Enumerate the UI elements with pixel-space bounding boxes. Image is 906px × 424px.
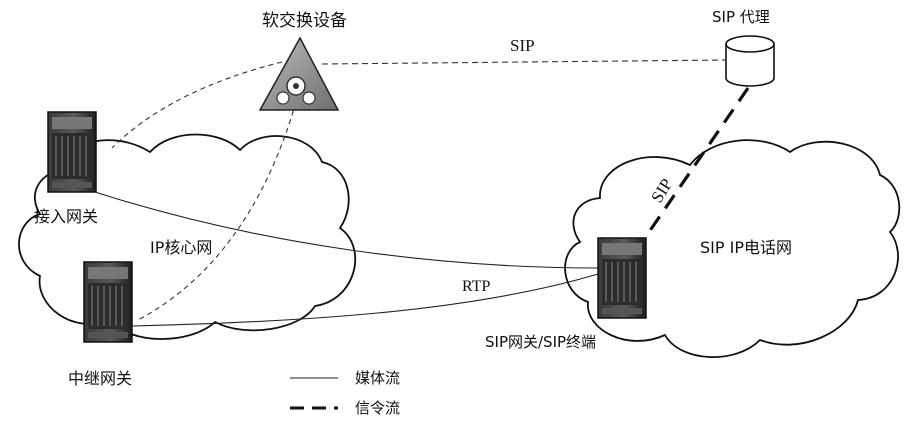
softswitch-label: 软交换设备 (262, 11, 347, 31)
signal-line-softswitch-sip-proxy (321, 59, 727, 65)
rtp-label: RTP (462, 278, 490, 295)
legend-signal-flow-label: 信令流 (355, 399, 400, 417)
signal-line-softswitch-access-gw (111, 61, 283, 149)
sip-ip-phone-network-label: SIP IP电话网 (700, 238, 792, 257)
signal-line-sip-proxy-gateway (636, 87, 750, 249)
sip-gateway-terminal-server-icon (597, 237, 647, 319)
softswitch-device-icon (258, 36, 340, 111)
trunk-gateway-server-icon (83, 261, 133, 343)
sip-proxy-database-icon (725, 35, 775, 87)
sip-proxy-label: SIP 代理 (712, 8, 770, 26)
media-line-access-gw-to-sip-gw (94, 191, 599, 269)
sip-ip-phone-network-cloud (564, 139, 901, 358)
sip-gateway-terminal-label: SIP网关/SIP终端 (485, 333, 596, 351)
legend-media-flow-label: 媒体流 (355, 369, 400, 387)
media-line-trunk-gw-to-sip-gw (131, 273, 599, 327)
legend: 媒体流 信令流 (290, 369, 400, 417)
trunk-gateway-label: 中继网关 (68, 369, 132, 388)
access-gateway-server-icon (47, 111, 97, 193)
signal-line-softswitch-trunk-gw (137, 101, 297, 321)
sip-top-label: SIP (510, 36, 535, 55)
ip-core-network-label: IP核心网 (150, 238, 212, 257)
access-gateway-label: 接入网关 (34, 207, 98, 226)
